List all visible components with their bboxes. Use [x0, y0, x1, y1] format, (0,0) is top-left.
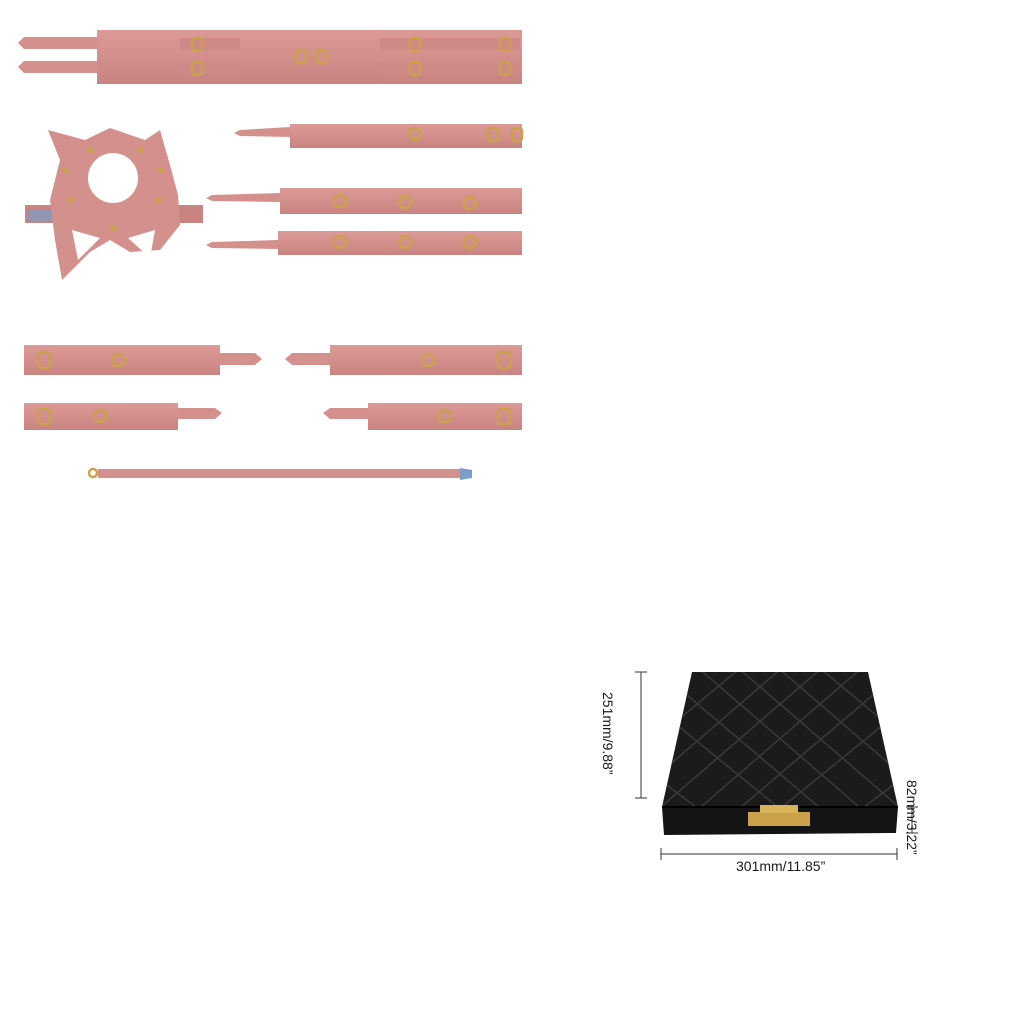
width-dimension-label: 301mm/11.85”: [736, 858, 826, 874]
height-dimension-label: 251mm/9.88”: [600, 692, 616, 775]
collar: [234, 124, 524, 148]
waist-belt: [18, 30, 522, 84]
devil-mask: [25, 128, 203, 280]
product-photo: [18, 30, 524, 480]
storage-box-photo: [635, 671, 918, 860]
wrist-ankle-cuffs: [24, 345, 522, 430]
thigh-straps: [206, 188, 522, 255]
depth-dimension-label: 82mm/3.22”: [904, 780, 920, 855]
leash: [87, 467, 472, 480]
